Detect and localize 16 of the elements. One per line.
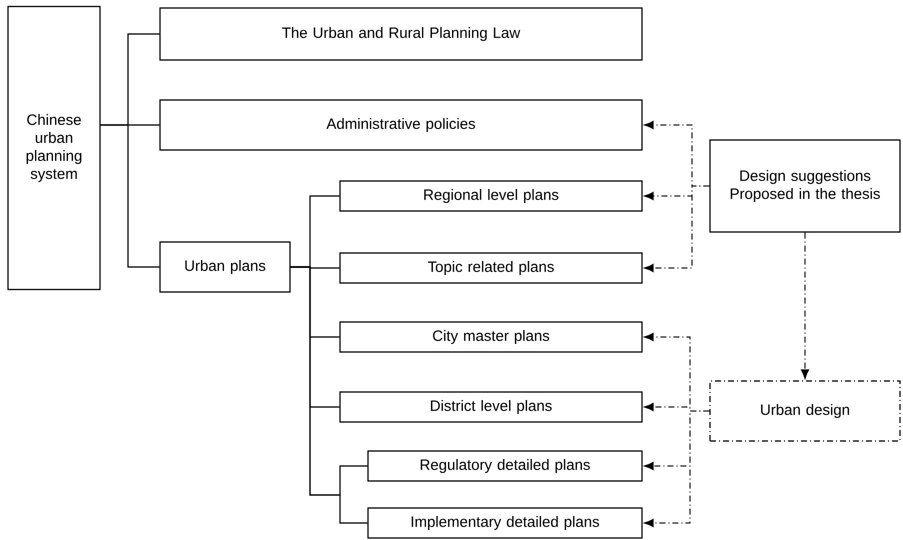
dashed-arrow — [644, 186, 710, 272]
plan-box: Regional level plans — [339, 180, 643, 212]
system-box: Chinese urban planning system — [7, 6, 101, 290]
plan-box: Urban plans — [159, 241, 291, 293]
plan-box: Implementary detailed plans — [367, 507, 643, 539]
design-box: Urban design — [709, 380, 901, 442]
plan-box: The Urban and Rural Planning Law — [159, 7, 643, 61]
plan-box: Regulatory detailed plans — [367, 450, 643, 482]
dashed-arrow — [644, 410, 710, 528]
plan-box: Administrative policies — [159, 99, 643, 151]
dashed-arrow — [800, 232, 810, 379]
suggestion-box: Design suggestions Proposed in the thesis — [709, 139, 901, 233]
plan-box: District level plans — [339, 391, 643, 423]
plan-box: Topic related plans — [339, 252, 643, 284]
connector-line — [100, 124, 160, 268]
plan-box: City master plans — [339, 321, 643, 353]
